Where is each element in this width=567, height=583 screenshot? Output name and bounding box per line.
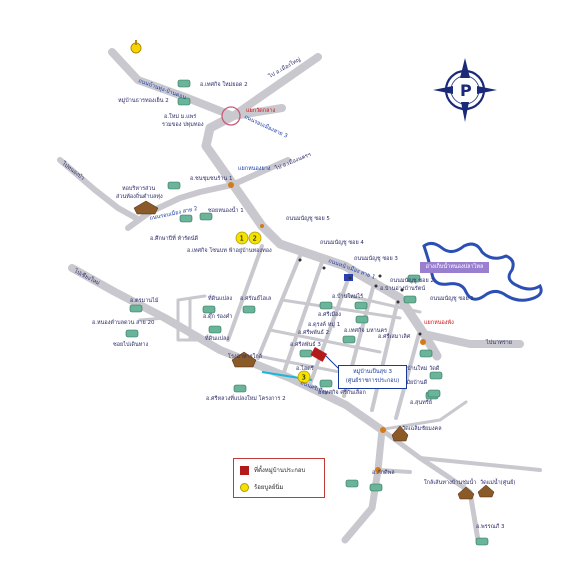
marker-1-label: 1 (240, 235, 244, 243)
number-markers: 1 2 3 (235, 231, 311, 384)
label-soi-5: ถนนมนัญชู ซอย 5 (286, 215, 330, 222)
junction-dots (228, 182, 426, 473)
pin-icon (130, 40, 142, 54)
label-road-main-upper: ถนนรอบเมืองสาย 3 (243, 113, 289, 139)
label-soi-3: ถนนมนัญชู ซอย 3 (354, 255, 398, 262)
label-b2: ใกล้เส้นทางบ้านชุ่มน้ำ (424, 478, 476, 486)
compass-letter: P (460, 81, 472, 100)
label-c11: อ.เทศกิจ ศรีกันเลือก (318, 389, 366, 396)
label-r4: อ.สมัยบ้านดี (398, 379, 428, 386)
label-c10: อ.เทศกิจ มหานคร (344, 327, 387, 334)
label-c5: อ.ศรีพพันธ์ 2 (298, 329, 329, 336)
lake-badge: อ่างเก็บน้ำหนองปลาไหล (420, 262, 489, 273)
label-c8: อ.ศรีเมือง (318, 311, 341, 318)
label-soi-2: ถนนมนัญชู ซอย 2 (390, 277, 434, 284)
label-a1: อ.ศึกษาปีที่ ห้ารัตน์ดี (150, 234, 198, 242)
legend: ที่ตั้งหมู่บ้านประกอบ ร้อยบูลย์นิ่ม (233, 458, 325, 498)
label-to-left-lower: ไปเชียงใหม่ (72, 267, 101, 287)
lake (422, 241, 543, 302)
label-school-1: หมู่บ้านธารทองเย็น 2 (118, 96, 169, 104)
marker-2 (248, 231, 262, 245)
label-school-2: อ.ใหม่ ม.แพร่ (164, 113, 196, 120)
label-junction-mid: แยกหนองยาง (238, 166, 271, 172)
label-left-1: อ.ตรมานไม้ (130, 297, 159, 304)
label-soi-1: ถนนมนัญชู ซอย 1 (430, 295, 474, 302)
label-c1: อ.ดุ๊ก ร่องคำ (203, 313, 232, 320)
label-c2: อ.ศรัณย์ไฮเล (240, 295, 271, 302)
label-left-2: อ.หนองตำบลดวน สาย 20 (92, 319, 155, 326)
label-a2: อ.เทศกิจ โซนบท ฟ้าอยู่บ้านทองทอง (187, 246, 272, 254)
project-marker-icon (310, 347, 328, 362)
bus-icon (344, 274, 353, 281)
label-hall: อ.ชนชุมชนร้าน 1 (190, 175, 232, 182)
legend-row-2: ร้อยบูลย์นิ่ม (240, 482, 283, 492)
label-c6: อ.ศรีลพันธ์ 3 (290, 341, 321, 348)
callout-line-2: (ศูนย์ราชการประกอบ) (345, 378, 400, 384)
label-soi-bottom: ซอยไปเดินทาง (113, 341, 148, 348)
label-temple-top: อ.เทศกิจ ใหม่ยอด 2 (200, 81, 248, 88)
label-c7: อ.ไฮตรี (296, 365, 314, 372)
label-soi-nong: ซอยหนองน้ำ 1 (208, 206, 244, 214)
callout-pointer (325, 355, 341, 371)
marker-1 (235, 231, 249, 245)
label-office: หอบริหารส่วน (122, 185, 155, 192)
label-junction-right: แยกหนองพัง (424, 319, 454, 326)
marker-2-label: 2 (253, 235, 257, 243)
temple-icons (133, 200, 495, 500)
label-c3: โรงอาหารใกล้ (228, 352, 262, 360)
legend-label-1: ที่ตั้งหมู่บ้านประกอบ (254, 467, 306, 474)
label-to-right: ไปนาทราย (485, 339, 512, 346)
junction-circle (221, 106, 241, 126)
label-r5: อ.สุนทรีย์ (410, 399, 432, 406)
label-c9: อ.บ้านใหม่ไร้ (332, 293, 363, 300)
label-r2: อ.ศรีเสมาเลิศ (378, 333, 411, 340)
label-junction-top: แยกวัดกลาง (246, 107, 276, 114)
legend-yellow-circle-icon (240, 482, 249, 492)
marker-3 (297, 370, 311, 384)
label-office-b: ส่วนท้องถิ่นตำบลทุ่ง (116, 192, 163, 200)
label-to-left-upper: ไปหนองบัว (60, 159, 86, 181)
label-r3: อ.ลาดบ้านใหม่ วัดดี (392, 365, 440, 372)
legend-label-2: ร้อยบูลย์นิ่ม (254, 484, 284, 491)
label-ac2: ที่ดินแปลง (205, 334, 230, 342)
marker-3-label: 3 (302, 374, 306, 382)
label-temple-mid: วัดเฉลิมชัยมงคล (402, 425, 442, 432)
legend-red-square-icon (240, 465, 249, 475)
grid-dots (298, 258, 422, 336)
label-r1: อ.บ้านอ่างบ้านรัตน์ (380, 285, 425, 292)
label-b3: อ.พรรณภี 3 (476, 523, 505, 530)
label-c12: อ.ศรีหลวงที่แปลงใหม่ โครงการ 2 (206, 394, 286, 402)
label-c4: อ.ดุรงค์ หมู่ 1 (308, 321, 340, 328)
label-soi-4: ถนนมนัญชู ซอย 4 (320, 239, 364, 246)
legend-row-1: ที่ตั้งหมู่บ้านประกอบ (240, 465, 305, 475)
callout-line-1: หมู่บ้านเป็นสุข 3 (352, 369, 393, 375)
label-b1: อ.ภักดีพล (372, 469, 395, 476)
compass-icon: P (433, 58, 497, 122)
label-ac1: ที่ดินแปลง (208, 294, 233, 302)
place-icons (125, 79, 489, 546)
label-school-2b: รวมของ ปทุมทอง (162, 121, 204, 128)
label-b2b: วัดแม่น้ำ(ศูนย์) (480, 478, 515, 486)
callout-box: หมู่บ้านเป็นสุข 3 (ศูนย์ราชการประกอบ) (338, 365, 407, 389)
